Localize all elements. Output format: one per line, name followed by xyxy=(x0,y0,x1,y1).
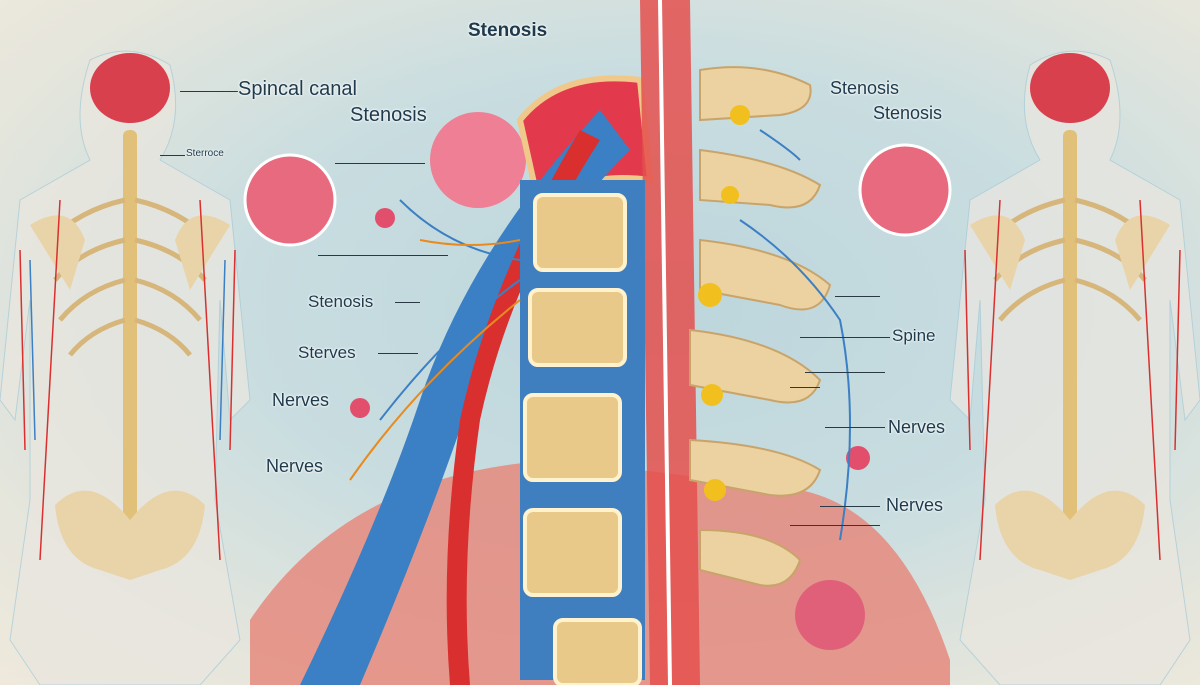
label-stenosis-mid: Stenosis xyxy=(308,292,374,311)
right-body-figure xyxy=(949,50,1200,685)
label-spine: Spine xyxy=(892,326,936,345)
spinal-cord xyxy=(300,110,630,685)
right-tissue-circle xyxy=(858,143,952,237)
label-stenosis-right-1: Stenosis xyxy=(830,78,900,98)
label-sterves: Sterves xyxy=(298,343,356,362)
spinous-processes xyxy=(689,66,832,587)
diagram-title: Stenosis xyxy=(468,20,548,41)
label-stenosis-left: Stenosis xyxy=(350,104,427,126)
left-spine xyxy=(123,130,137,570)
left-body-figure xyxy=(0,50,251,685)
label-sterroce: Sterroce xyxy=(186,148,224,159)
label-nerves-left-1: Nerves xyxy=(272,390,330,410)
stenosis-mass xyxy=(430,112,526,208)
label-nerves-left-2: Nerves xyxy=(266,456,324,476)
label-spinal-canal: Spincal canal xyxy=(238,78,357,100)
label-nerves-right-1: Nerves xyxy=(888,417,946,437)
left-brain xyxy=(90,53,170,123)
left-tissue-circle xyxy=(243,153,337,247)
nerve-branches xyxy=(379,129,851,541)
left-pelvis xyxy=(55,490,205,580)
vertebrae xyxy=(520,180,645,685)
label-nerves-right-2: Nerves xyxy=(886,495,944,515)
label-stenosis-right-2: Stenosis xyxy=(873,103,943,123)
